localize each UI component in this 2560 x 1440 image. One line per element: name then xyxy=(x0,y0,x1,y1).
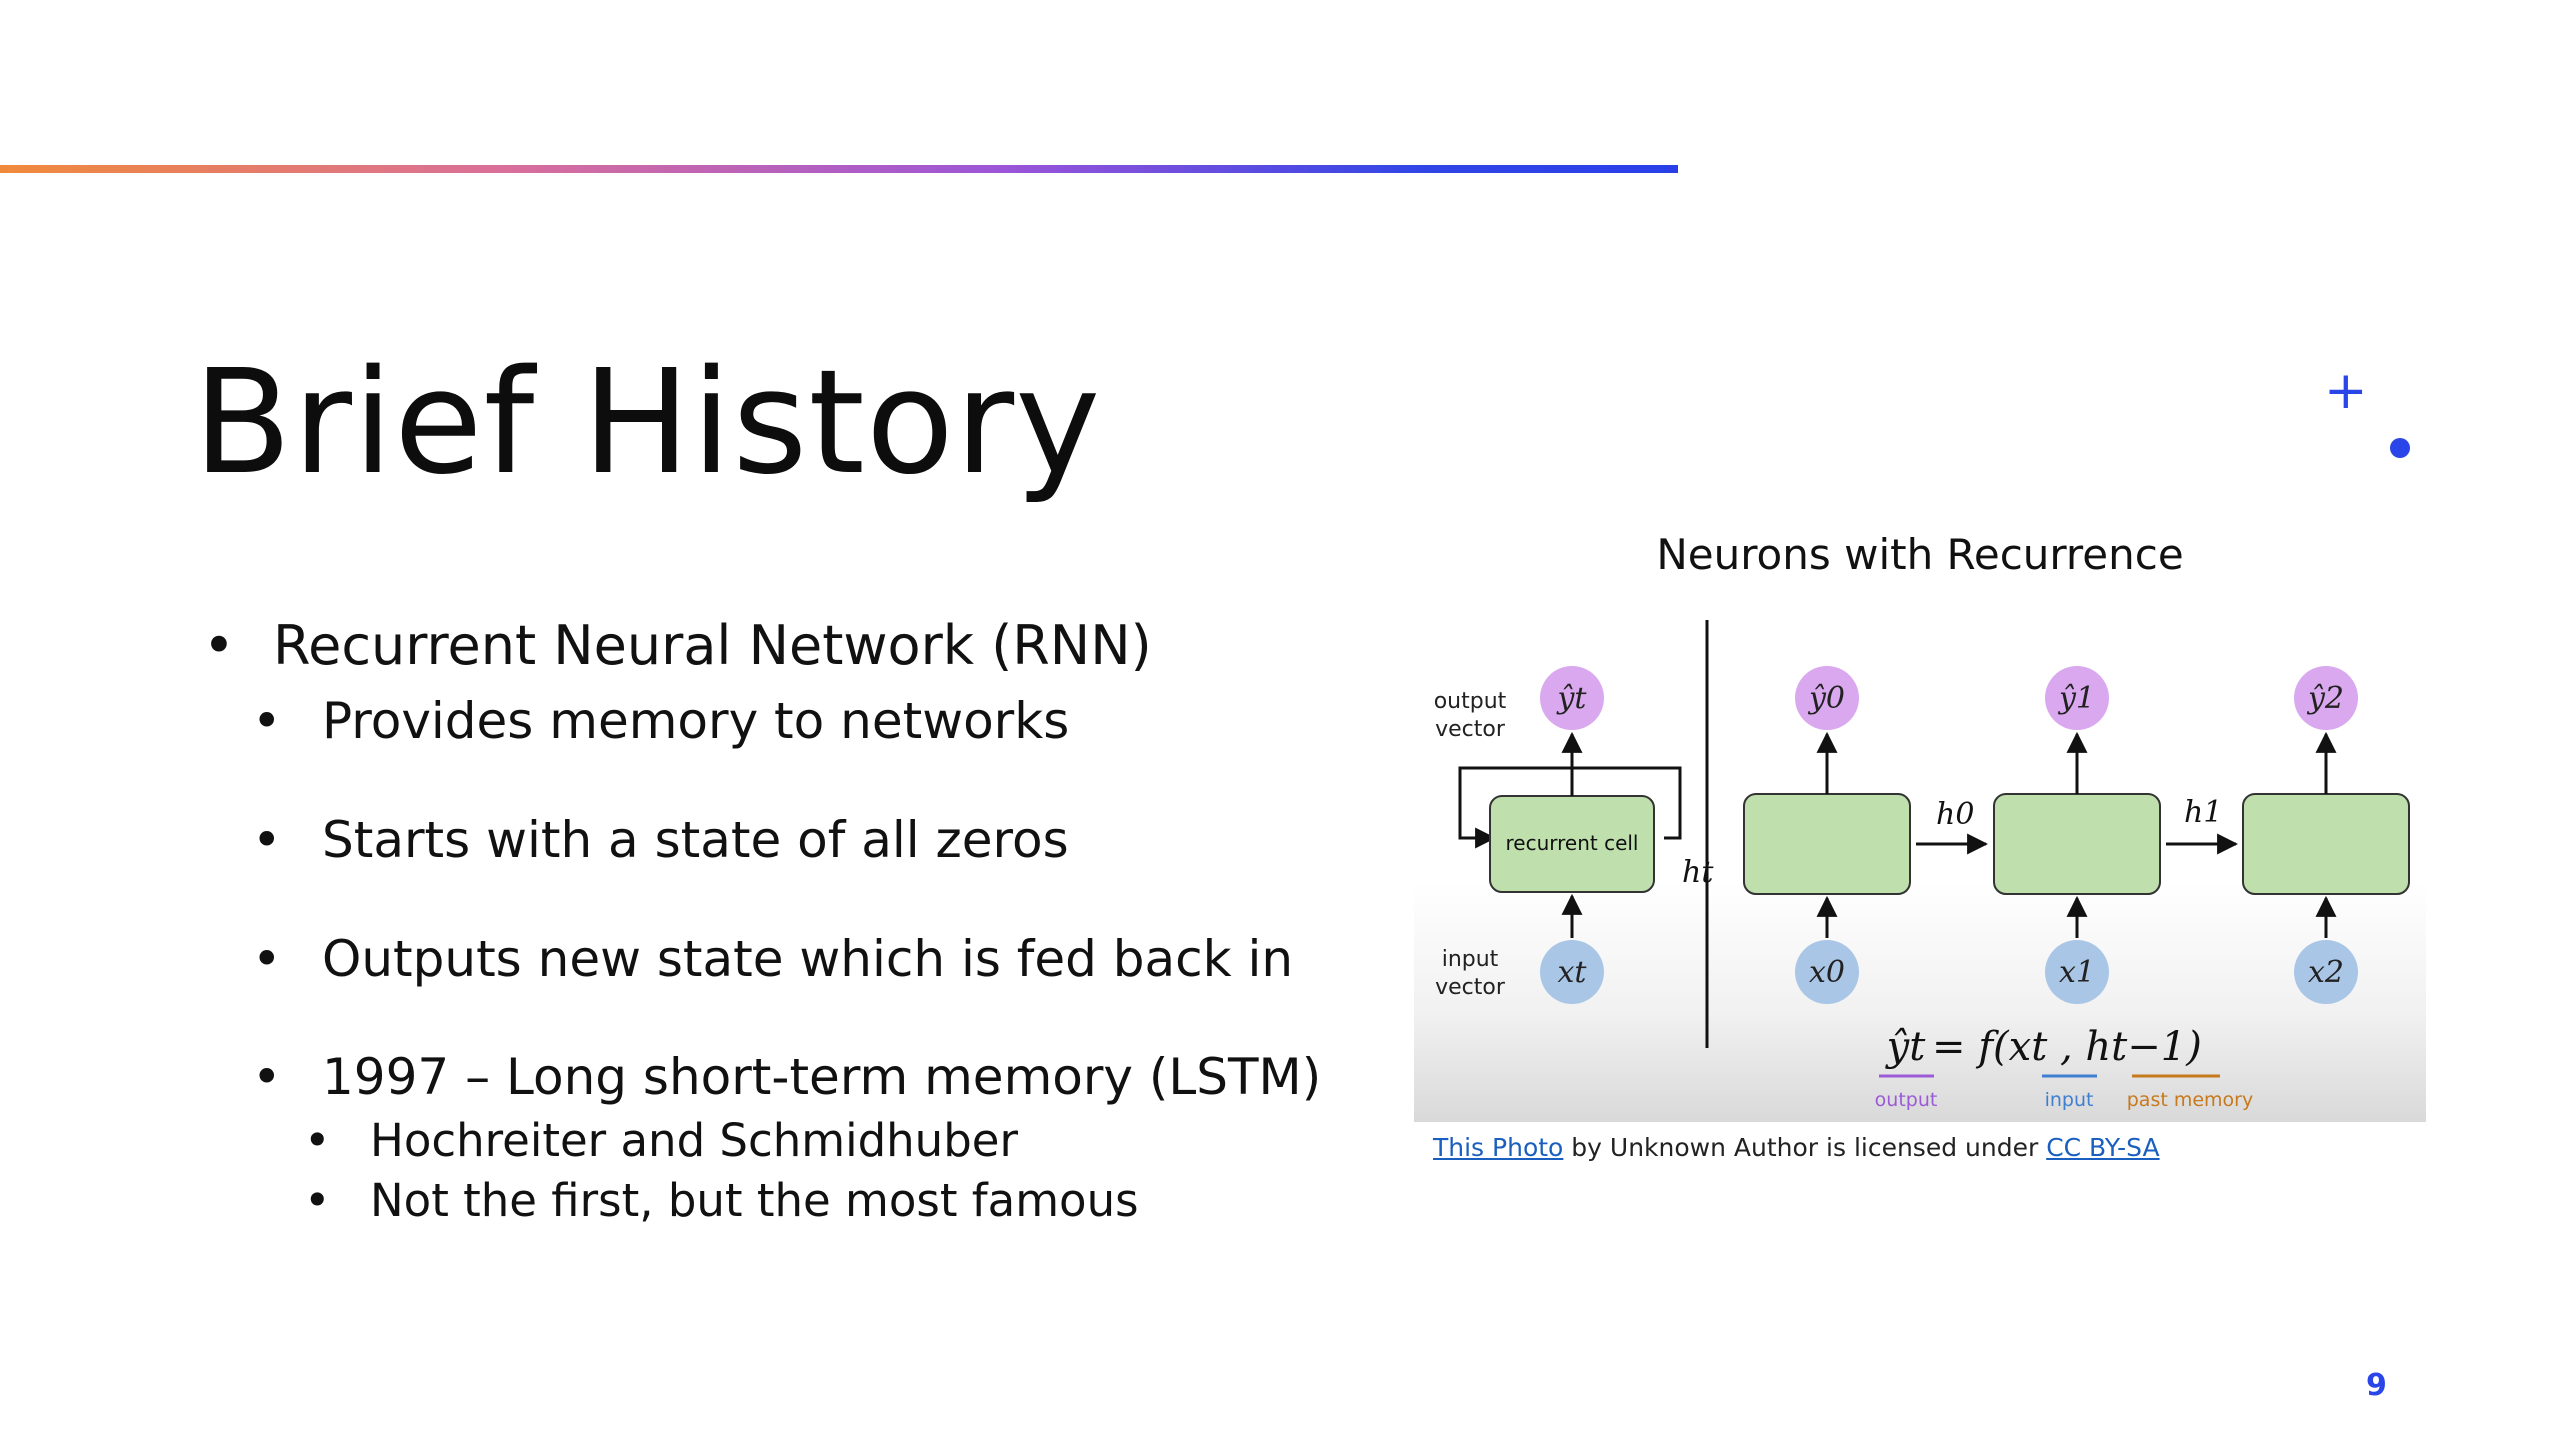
bullet-text: Outputs new state which is fed back in xyxy=(322,930,1294,988)
bullet-text: Recurrent Neural Network (RNN) xyxy=(273,614,1152,677)
output-node-y2 xyxy=(2294,666,2358,730)
page-number: 9 xyxy=(2366,1368,2387,1403)
bullet-text: Provides memory to networks xyxy=(322,692,1070,750)
cell-0 xyxy=(1743,793,1911,895)
bullet-marker: • xyxy=(252,930,282,988)
recurrent-cell-label: recurrent cell xyxy=(1505,831,1638,855)
bullet-marker: • xyxy=(304,1174,331,1227)
rnn-equation: ŷt = f(xt , ht−1) output input past memo… xyxy=(1875,1024,2254,1111)
yt-label: ŷt xyxy=(1555,681,1587,716)
bullet-text: Not the first, but the most famous xyxy=(370,1174,1139,1227)
unrolled-step-1: ŷ1 x1 xyxy=(1993,666,2161,1004)
input-node-x0 xyxy=(1795,940,1859,1004)
bullet-item: • Provides memory to networks xyxy=(252,696,1069,746)
y0-label: ŷ0 xyxy=(1807,681,1845,716)
bullet-item: • Hochreiter and Schmidhuber xyxy=(304,1118,1018,1163)
input-node-xt xyxy=(1540,940,1604,1004)
equation-rhs: = f(xt , ht−1) xyxy=(1932,1024,2202,1070)
bullet-text: Hochreiter and Schmidhuber xyxy=(370,1114,1018,1167)
x2-label: x2 xyxy=(2308,955,2344,990)
accent-gradient-line xyxy=(0,165,1678,173)
bullet-marker: • xyxy=(252,692,282,750)
equation-output-label: output xyxy=(1875,1089,1938,1111)
xt-label: xt xyxy=(1558,955,1588,990)
unrolled-step-0: ŷ0 x0 xyxy=(1743,666,1911,1004)
caption-text: by Unknown Author is licensed under xyxy=(1563,1133,2047,1162)
bullet-text: Starts with a state of all zeros xyxy=(322,811,1069,869)
equation-memory-label: past memory xyxy=(2127,1089,2253,1111)
diagram-heading: Neurons with Recurrence xyxy=(1656,530,2183,579)
y1-label: ŷ1 xyxy=(2057,681,2095,716)
bullet-item: • Not the first, but the most famous xyxy=(304,1178,1139,1223)
bullet-item: • 1997 – Long short-term memory (LSTM) xyxy=(252,1052,1321,1102)
input-node-x2 xyxy=(2294,940,2358,1004)
h1-label: h1 xyxy=(2184,795,2222,830)
image-caption: This Photo by Unknown Author is licensed… xyxy=(1433,1133,2160,1162)
input-node-x1 xyxy=(2045,940,2109,1004)
h0-label: h0 xyxy=(1936,797,1974,832)
bullet-item: • Outputs new state which is fed back in xyxy=(252,934,1293,984)
x1-label: x1 xyxy=(2059,955,2095,990)
plus-icon: + xyxy=(2324,361,2368,421)
unrolled-step-2: ŷ2 x2 xyxy=(2242,666,2410,1004)
output-node-yt xyxy=(1540,666,1604,730)
bullet-marker: • xyxy=(203,614,235,677)
output-node-y0 xyxy=(1795,666,1859,730)
bullet-item: • Recurrent Neural Network (RNN) xyxy=(203,619,1152,673)
y2-label: ŷ2 xyxy=(2306,681,2344,716)
license-link[interactable]: CC BY-SA xyxy=(2046,1133,2160,1162)
cell-2 xyxy=(2242,793,2410,895)
dot-icon xyxy=(2390,438,2410,458)
photo-link[interactable]: This Photo xyxy=(1433,1133,1564,1162)
equation-lhs: ŷt xyxy=(1885,1024,1927,1070)
slide-title: Brief History xyxy=(193,338,1102,506)
bullet-marker: • xyxy=(252,1048,282,1106)
x0-label: x0 xyxy=(1809,955,1845,990)
bullet-text: 1997 – Long short-term memory (LSTM) xyxy=(322,1048,1322,1106)
bullet-marker: • xyxy=(252,811,282,869)
cell-1 xyxy=(1993,793,2161,895)
bullet-marker: • xyxy=(304,1114,331,1167)
output-node-y1 xyxy=(2045,666,2109,730)
equation-input-label: input xyxy=(2045,1089,2094,1111)
recurrence-loop xyxy=(1458,766,1682,840)
ht-label: ht xyxy=(1682,855,1714,890)
bullet-item: • Starts with a state of all zeros xyxy=(252,815,1069,865)
